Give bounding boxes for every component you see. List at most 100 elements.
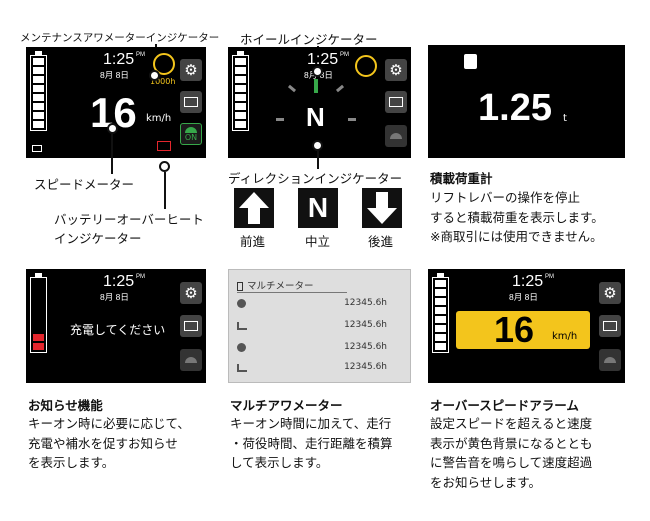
desc-line: キーオン時に必要に応じて、 [28,416,190,431]
direction-leader-line [317,151,319,169]
meter-title-row: マルチメーター [237,278,347,293]
multi-hour-meter-screen: マルチメーター 12345.6h 12345.6h 12345.6h 12345… [228,269,411,383]
direction-screen: 1:25 PM 8月 8日 N ⚙ [228,47,411,158]
reverse-label: 後進 [368,234,394,249]
neutral-label: 中立 [305,234,331,249]
battery-gauge-low [30,273,47,353]
notification-desc: キーオン時に必要に応じて、 充電や補水を促すお知らせ を表示します。 [28,414,190,473]
desc-line: ・荷役時間、走行距離を積算 [230,435,393,451]
desc-line: リフトレバーの操作を停止 [430,190,581,205]
clock-date: 8月 8日 [100,70,129,80]
maintenance-wrench-icon [153,53,175,75]
direction-marker [312,140,323,151]
notification-title: お知らせ機能 [28,398,103,413]
battery-overheat-icon [157,141,171,151]
load-weight-unit: t [563,113,567,124]
wheel-tick-right [335,84,345,93]
display-switch-icon-6 [603,321,617,331]
charge-message: 充電してください [70,323,166,337]
battery-gauge [30,51,47,131]
forward-label: 前進 [240,234,266,249]
meter-row-value: 12345.6h [344,298,387,308]
overspeed-screen: 1:25 PM 8月 8日 16 km/h ⚙ [428,269,625,383]
travel-icon [237,322,247,330]
desc-line: ※商取引には使用できません。 [430,229,603,244]
meter-row: 12345.6h [237,362,387,374]
battery-gauge-6 [432,273,449,353]
clock-ampm: PM [136,52,145,58]
settings-gear-button-6[interactable]: ⚙ [599,282,621,304]
load-weight-title: 積載荷重計 [430,171,493,186]
desc-line: して表示します。 [230,455,329,470]
load-weight-desc: リフトレバーの操作を停止 すると積載荷重を表示します。 ※商取引には使用できませ… [430,188,604,247]
wheel-tick-far-right [348,118,356,121]
meter-row-value: 12345.6h [344,342,387,352]
display-switch-icon-2 [389,97,403,107]
key-on-icon [237,299,246,308]
clock-ampm-4: PM [136,274,145,280]
direction-indicator-label: ディレクションインジケーター [228,171,403,186]
battery-leader-line [164,172,166,209]
turtle-icon-6 [604,357,616,363]
eco-mode-button[interactable]: ON [180,123,202,145]
battery-low-icon [32,145,42,152]
load-weight-icon [464,54,477,69]
wheel-marker [312,66,323,77]
wheel-tick-left [287,84,297,93]
desc-line: をお知らせします。 [430,474,542,490]
multi-hour-meter-title: マルチアワメーター [230,398,343,413]
clock-ampm-2: PM [340,52,349,58]
desc-line: キーオン時間に加えて、走行 [230,416,392,431]
eco-mode-button-6[interactable] [599,349,621,371]
neutral-glyph: N [307,192,329,223]
turtle-icon [185,127,197,133]
turtle-icon-2 [390,133,402,139]
battery-overheat-label-2: インジケーター [54,231,142,246]
overspeed-title: オーバースピードアラーム [430,398,579,413]
wheel-angle-green-bar [314,79,318,93]
desc-line: に警告音を鳴らして速度超過 [430,455,593,470]
multi-hour-meter-desc: キーオン時間に加えて、走行 ・荷役時間、走行距離を積算 して表示します。 [230,414,393,473]
meter-screen-title: マルチメーター [247,281,314,292]
speed-marker [107,123,118,134]
meter-title-icon [237,282,243,291]
meter-row: 12345.6h [237,342,387,354]
wheel-indicator-label: ホイールインジケーター [240,32,378,47]
battery-overheat-marker [159,161,170,172]
load-weight-screen: 1.25 t [428,45,625,158]
reverse-arrow-icon [362,188,402,228]
desc-line: を表示します。 [28,455,115,470]
eco-mode-button-4[interactable] [180,349,202,371]
desc-line: すると積載荷重を表示します。 [430,209,604,225]
direction-letter: N [306,102,325,132]
clock-time-6: 1:25 [512,273,544,290]
wheel-tick-far-left [276,118,284,121]
speed-unit: km/h [146,113,172,124]
speed-leader-line [111,134,113,174]
display-switch-button-6[interactable] [599,315,621,337]
display-switch-button[interactable] [180,91,202,113]
maintenance-marker [149,70,160,81]
settings-gear-button-4[interactable]: ⚙ [180,282,202,304]
clock-time: 1:25 [103,51,135,68]
overspeed-yellow-box: 16 km/h [456,309,590,350]
desc-line: 設定スピードを超えると速度 [430,416,593,431]
eco-mode-button-2[interactable] [385,125,407,147]
eco-on-label: ON [184,133,198,142]
meter-row-value: 12345.6h [344,362,387,372]
battery-overheat-label: バッテリーオーバーヒート [54,212,204,227]
settings-gear-button-2[interactable]: ⚙ [385,59,407,81]
settings-gear-button[interactable]: ⚙ [180,59,202,81]
cargo-icon [237,364,247,372]
neutral-icon: N [298,188,338,228]
maintenance-wrench-icon-2 [355,55,377,77]
meter-row: 12345.6h [237,320,387,332]
clock-time-4: 1:25 [103,273,135,290]
forward-arrow-icon [234,188,274,228]
clock-date-4: 8月 8日 [100,292,129,302]
display-switch-button-4[interactable] [180,315,202,337]
speedometer-label: スピードメーター [34,177,135,192]
key-travel-icon [237,343,246,352]
maintenance-hours: 1000h [150,77,176,86]
display-switch-button-2[interactable] [385,91,407,113]
